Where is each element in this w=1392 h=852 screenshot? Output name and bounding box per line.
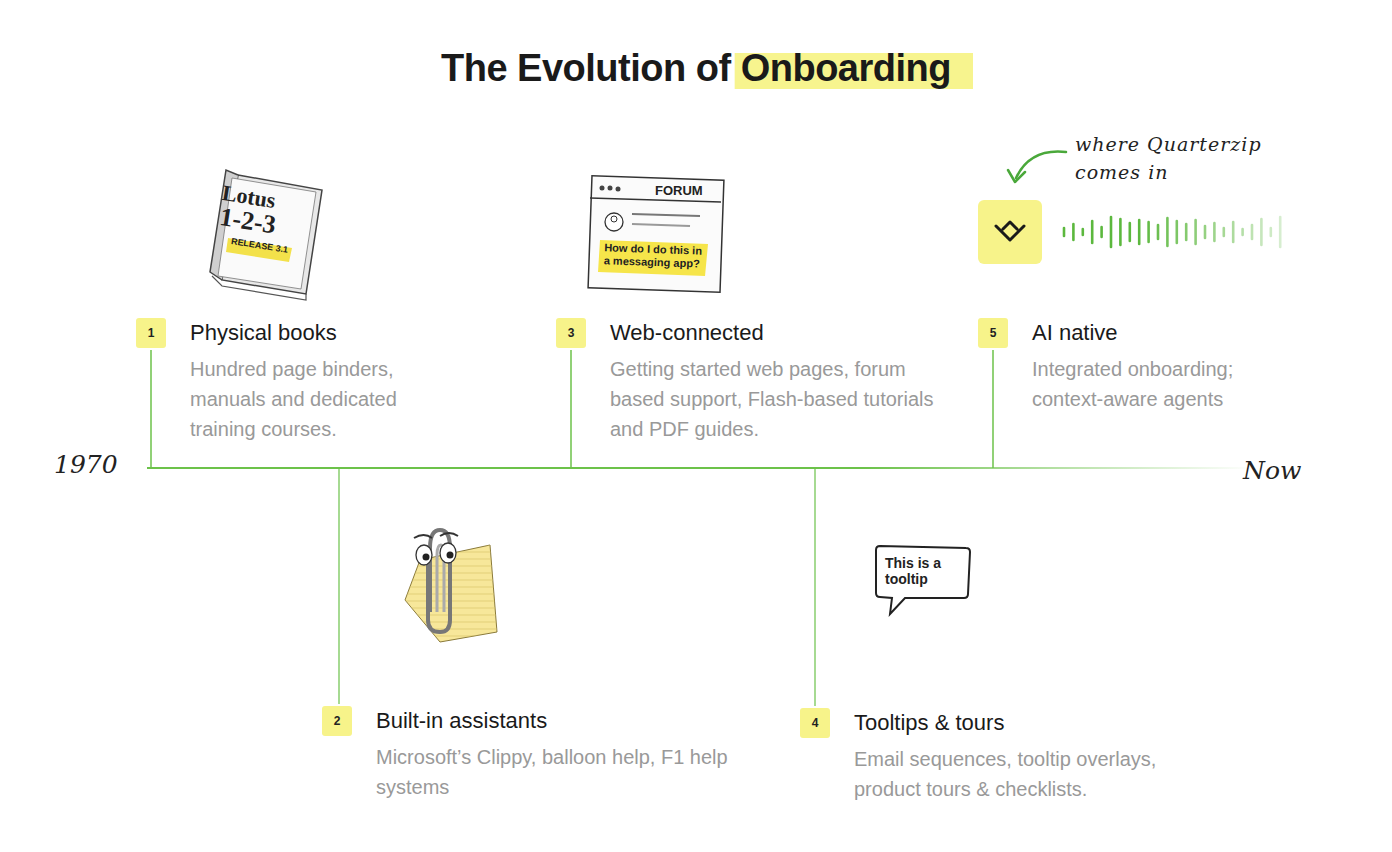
wave-bar xyxy=(1138,220,1141,244)
wave-bar xyxy=(1063,228,1066,236)
clippy-illustration xyxy=(405,530,497,642)
wave-bar xyxy=(1241,229,1244,235)
logo-icon xyxy=(978,200,1042,264)
callout-number: 1 xyxy=(136,318,166,348)
tooltip-illustration xyxy=(876,546,970,614)
book-illustration xyxy=(210,170,322,300)
milestone: 1 Physical booksHundred page binders, man… xyxy=(136,318,445,444)
milestone-heading: Built-in assistants xyxy=(376,706,736,736)
callout-number: 5 xyxy=(978,318,1008,348)
title: The Evolution of Onboarding xyxy=(0,44,1392,92)
wave-bar xyxy=(1129,223,1132,241)
stem xyxy=(570,350,572,468)
wave-bar xyxy=(1279,217,1282,247)
milestone-text: Email sequences, tooltip overlays, produ… xyxy=(854,744,1204,804)
wave-bar xyxy=(1157,225,1160,239)
callout-number: 3 xyxy=(556,318,586,348)
wave-bar xyxy=(1204,226,1207,238)
wave-bar xyxy=(1100,227,1103,237)
forum-illustration xyxy=(588,176,724,293)
milestone-heading: AI native xyxy=(1032,318,1287,348)
milestone-heading: Web-connected xyxy=(610,318,965,348)
tooltip-text: This is a tooltip xyxy=(885,555,961,587)
timeline-start: 1970 xyxy=(54,450,134,479)
callout-number: 4 xyxy=(800,708,830,738)
wave-bar xyxy=(1251,225,1254,239)
wave-bar xyxy=(1260,219,1263,245)
wave-bar xyxy=(1223,228,1226,236)
milestone-text: Getting started web pages, forum based s… xyxy=(610,354,965,444)
wave-bar xyxy=(1185,224,1188,240)
milestone-text: Microsoft’s Clippy, balloon help, F1 hel… xyxy=(376,742,736,802)
milestone-text: Integrated onboarding; context-aware age… xyxy=(1032,354,1287,414)
stem xyxy=(814,468,816,706)
stem xyxy=(150,350,152,468)
milestone-heading: Physical books xyxy=(190,318,445,348)
wave-bar xyxy=(1176,221,1179,243)
wave-bar xyxy=(1166,218,1169,246)
forum-question: How do I do this in a messaging app? xyxy=(604,241,707,271)
milestone: 2 Built-in assistantsMicrosoft’s Clippy, … xyxy=(322,706,736,802)
callout-number: 2 xyxy=(322,706,352,736)
wave-bar xyxy=(1232,222,1235,242)
wave-bar xyxy=(1119,219,1122,245)
timeline-axis xyxy=(147,467,1250,469)
timeline-end: Now xyxy=(1243,456,1323,485)
wave-bar xyxy=(1270,228,1273,236)
milestone-text: Hundred page binders, manuals and dedica… xyxy=(190,354,445,444)
wave-bar xyxy=(1072,224,1075,240)
milestone-heading: Tooltips & tours xyxy=(854,708,1204,738)
window-title: FORUM xyxy=(655,184,715,198)
wave-bar xyxy=(1091,221,1094,243)
callout-note: where Quarterzip comes in xyxy=(1075,130,1305,186)
wave-bar xyxy=(1110,217,1113,247)
wave-bar xyxy=(1194,220,1197,244)
milestone: 5 AI nativeIntegrated onboarding; context… xyxy=(978,318,1287,414)
wave-bar xyxy=(1213,223,1216,241)
callout-arrowhead xyxy=(1008,170,1025,182)
wave-bar xyxy=(1147,222,1150,242)
milestone: 4 Tooltips & toursEmail sequences, toolti… xyxy=(800,708,1204,804)
stem xyxy=(992,350,994,468)
stem xyxy=(338,468,340,704)
wave-bar xyxy=(1082,229,1085,235)
milestone: 3 Web-connectedGetting started web pages,… xyxy=(556,318,965,444)
waveform xyxy=(1064,217,1280,247)
